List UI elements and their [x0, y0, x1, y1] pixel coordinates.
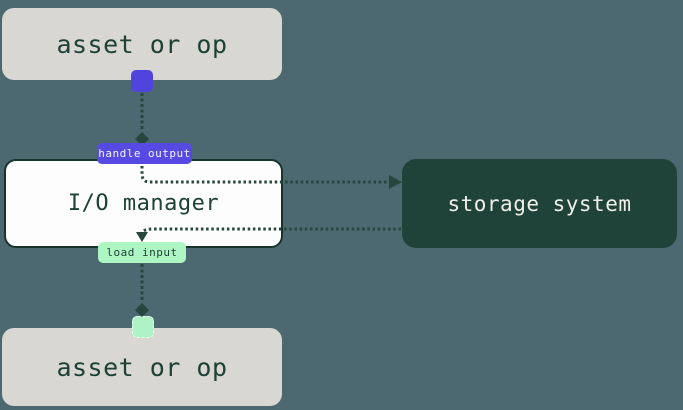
input-connector-square [132, 316, 154, 338]
io-manager-node: I/O manager [4, 159, 283, 248]
io-manager-label: I/O manager [67, 191, 220, 216]
asset-top-label: asset or op [56, 29, 228, 59]
asset-top-node: asset or op [2, 8, 282, 80]
storage-system-label: storage system [447, 191, 632, 216]
handle-output-label: handle output [98, 147, 191, 160]
triangle-right-arrowhead [389, 175, 402, 189]
asset-bottom-label: asset or op [56, 352, 228, 382]
handle-output-badge: handle output [97, 143, 192, 164]
asset-bottom-node: asset or op [2, 328, 282, 406]
load-input-badge: load input [98, 242, 186, 263]
storage-system-node: storage system [402, 159, 677, 248]
diamond-arrowhead-bottom [135, 303, 149, 317]
load-input-label: load input [106, 246, 178, 259]
output-connector-square [131, 70, 153, 92]
